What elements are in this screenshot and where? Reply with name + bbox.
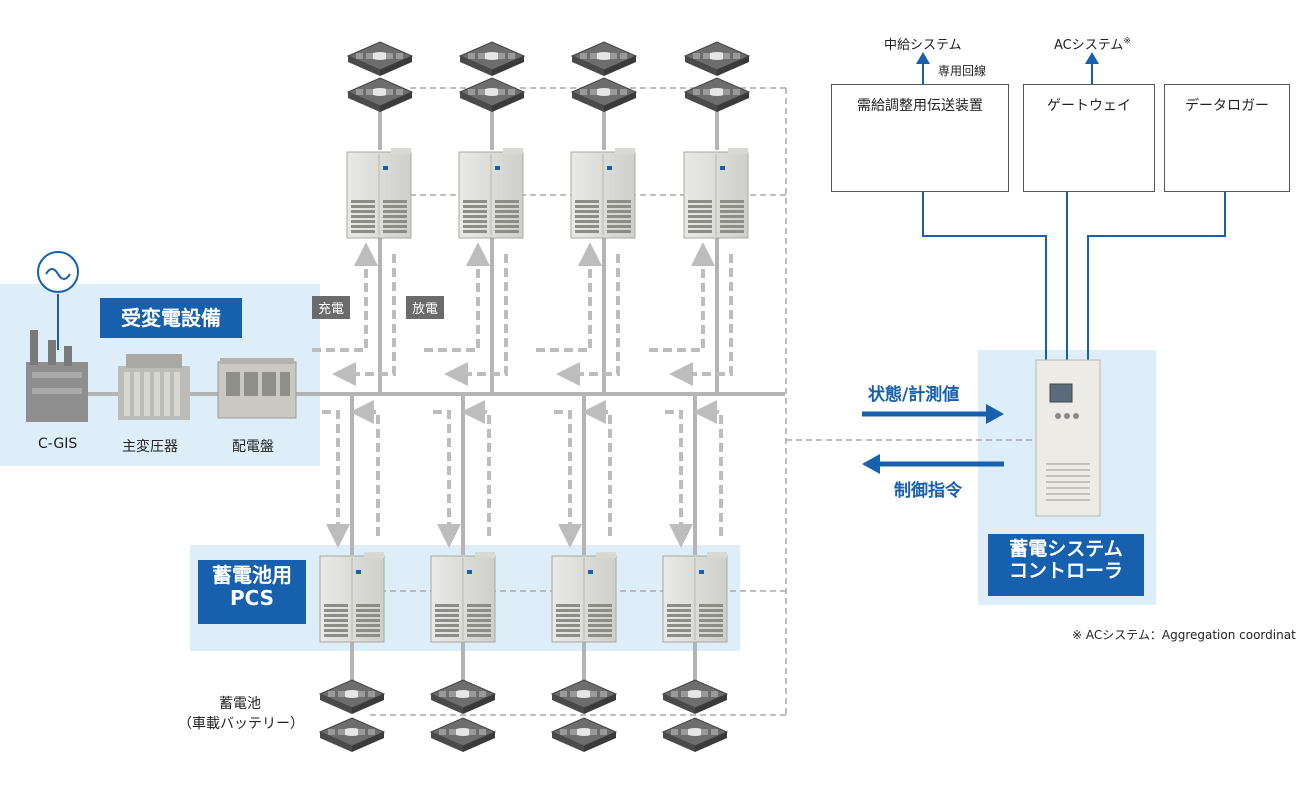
pcs-title-line1: 蓄電池用 [212,563,292,587]
pcs-cabinet-icon [570,148,636,239]
battery-pack-icon [550,679,618,714]
discharge-tag: 放電 [406,296,445,319]
transmission-device-box: 需給調整用伝送装置 [831,84,1009,192]
flow-arrow-down [665,410,693,548]
pcs-cabinet-icon [430,552,496,643]
pcs-cabinet-icon [458,148,524,239]
pcs-cabinet-icon [346,148,412,239]
charge-discharge-arrows [312,242,733,386]
discharge-arrow [332,254,396,386]
charge-tag: 充電 [312,296,351,319]
arrow-up-icon [916,52,930,64]
transmission-device-label: 需給調整用伝送装置 [857,98,983,114]
controller-title: 蓄電システム コントローラ [988,534,1144,596]
pcs-title-line2: PCS [229,586,275,610]
main-transformer-icon [118,354,190,420]
flow-arrow-down [433,410,461,548]
charge-arrow [649,242,715,352]
pcs-cabinet-icon [319,552,385,643]
pcs-cabinet-icon [662,552,728,643]
charge-arrow [536,242,602,352]
battery-pack-icon [346,77,414,112]
gateway-label: ゲートウェイ [1047,98,1131,114]
pcs-cabinet-icon [683,148,749,239]
status-arrow [862,404,1004,424]
dedicated-line-label: 専用回線 [938,64,987,78]
battery-pack-icon [458,41,526,76]
substation-title: 受変電設備 [100,298,242,338]
status-label: 状態/計測値 [868,385,960,405]
flow-arrow-down [554,410,582,548]
battery-pack-icon [458,77,526,112]
battery-pack-icon [570,41,638,76]
top-batteries [346,41,751,112]
battery-pack-icon [570,77,638,112]
gateway-box: ゲートウェイ [1023,84,1155,192]
vehicle-batteries [318,679,729,752]
battery-label-line1: 蓄電池 [219,696,261,712]
flow-arrow-up [693,400,723,536]
upper-system-ac: ACシステム※ [1054,34,1131,53]
command-arrow [862,454,1004,474]
battery-pack-icon [661,717,729,752]
command-label: 制御指令 [894,481,962,501]
flow-arrow-up [461,400,491,536]
switchboard-icon [217,358,297,419]
label-c-gis: C-GIS [38,436,78,452]
battery-label: 蓄電池 （車載バッテリー） [178,694,304,734]
controller-title-line2: コントローラ [1008,559,1123,582]
controller-cabinet-icon [1035,359,1101,517]
c-gis-icon [26,330,88,422]
data-logger-box: データロガー [1164,84,1290,192]
charge-arrow [312,242,378,352]
flow-arrow-up [582,400,612,536]
battery-pack-icon [683,77,751,112]
top-cabinets [346,148,749,239]
flow-arrow-up [350,400,380,536]
battery-pack-icon [550,717,618,752]
discharge-arrow [556,254,620,386]
discharge-arrow [444,254,508,386]
label-switchboard: 配電盤 [232,439,274,455]
flow-arrow-down [322,410,350,548]
pcs-title: 蓄電池用 PCS [198,560,306,624]
charge-arrow [424,242,490,352]
label-main-transformer: 主変圧器 [122,439,178,455]
battery-pack-icon [661,679,729,714]
data-logger-label: データロガー [1185,98,1269,114]
pcs-flow-arrows [322,400,723,548]
battery-pack-icon [683,41,751,76]
battery-pack-icon [318,679,386,714]
battery-pack-icon [429,717,497,752]
battery-pack-icon [346,41,414,76]
battery-label-line2: （車載バッテリー） [178,716,304,732]
pcs-cabinets [319,552,728,643]
top-stems [378,110,719,394]
pcs-cabinet-icon [551,552,617,643]
ac-system-name: ACシステム [1054,38,1124,53]
arrow-up-icon [1085,52,1099,64]
battery-pack-icon [318,717,386,752]
ac-system-note-mark: ※ [1123,36,1131,47]
controller-title-line1: 蓄電システム [1009,538,1123,560]
footnote: ※ ACシステム：Aggregation coordinator [1072,628,1296,642]
battery-pack-icon [429,679,497,714]
generator-icon [37,251,79,350]
upper-system-supply: 中給システム [884,38,962,53]
discharge-arrow [669,254,733,386]
